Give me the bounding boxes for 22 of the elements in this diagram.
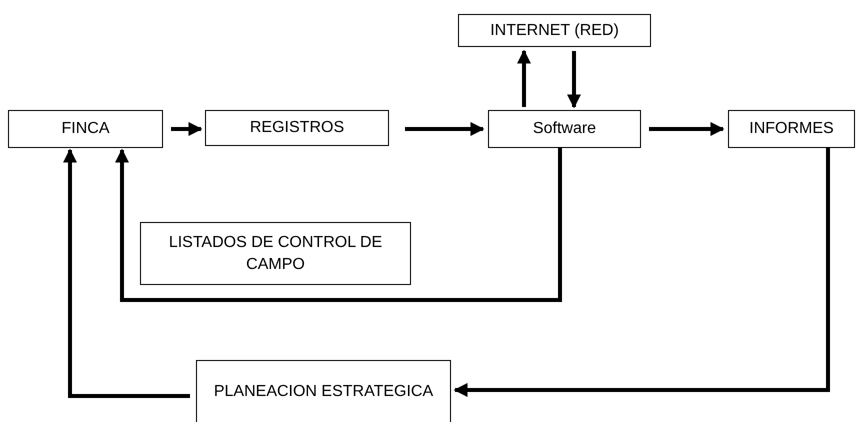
process-box <box>458 14 651 47</box>
process-box <box>728 110 855 148</box>
arrow <box>63 148 190 398</box>
box-label: LISTADOS DE CONTROL DE CAMPO <box>168 232 384 274</box>
box-label: REGISTROS <box>250 118 344 138</box>
box-label: FINCA <box>62 119 110 140</box>
box-label: INFORMES <box>749 119 834 140</box>
box-label: PLANEACION ESTRATEGICA <box>214 382 434 402</box>
process-box <box>196 360 451 422</box>
box-label: INTERNET (RED) <box>490 20 619 41</box>
arrow <box>517 50 531 107</box>
arrow <box>171 122 202 136</box>
arrow <box>405 122 484 136</box>
arrow <box>567 51 581 108</box>
process-box <box>205 110 389 146</box>
arrow <box>454 148 830 397</box>
process-box <box>140 222 411 285</box>
box-label: Software <box>532 119 596 140</box>
arrow <box>649 122 724 136</box>
arrow <box>115 148 562 302</box>
process-box <box>8 110 163 148</box>
process-box <box>488 110 641 148</box>
